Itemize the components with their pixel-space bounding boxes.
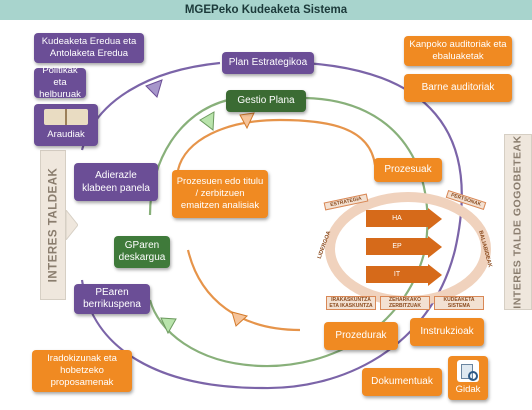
plan-estrategikoa-box: Plan Estrategikoa — [222, 52, 314, 74]
bottom-label-3: KUDEAKETA SISTEMA — [434, 296, 484, 310]
politikak-box: Politikak eta helburuak — [34, 65, 86, 100]
araudiak-box: Araudiak — [34, 104, 98, 146]
purple-arrowhead — [145, 79, 163, 98]
process-map: ESTRATEGIA PERTSONAK LIDERGOA BALIABIDEA… — [316, 184, 500, 314]
gestio-plana-box: Gestio Plana — [226, 90, 306, 112]
process-row-ha-head — [428, 208, 442, 230]
process-row-it-head — [428, 264, 442, 286]
orange-arrowhead-bottom — [231, 311, 249, 327]
gidak-box: Gidak — [448, 356, 488, 400]
orange-arrowhead — [239, 112, 255, 130]
prozesuak-box: Prozesuak — [374, 158, 442, 182]
barne-auditoriak-box: Barne auditoriak — [404, 74, 512, 102]
prozedurak-box: Prozedurak — [324, 322, 398, 350]
purple-cycle-arrow-left — [80, 61, 221, 151]
iradokizunak-box: Iradokizunak eta hobetzeko proposamenak — [32, 350, 132, 392]
purple-cycle-arrow — [80, 60, 463, 390]
process-row-it: IT — [366, 266, 428, 283]
orange-cycle-arrow-bottom — [186, 249, 301, 332]
process-row-ha: HA — [366, 210, 428, 227]
analisiak-box: Prozesuen edo titulu / zerbitzuen emaitz… — [172, 170, 268, 218]
left-stakeholders-panel: INTERES TALDEAK — [40, 150, 66, 300]
process-row-ep-head — [428, 236, 442, 258]
process-row-ep: EP — [366, 238, 428, 255]
green-arrowhead — [199, 111, 215, 131]
pearen-box: PEaren berrikuspena — [74, 284, 150, 314]
adierazle-box: Adierazle klabeen panela — [74, 163, 158, 201]
document-search-icon — [457, 360, 479, 382]
green-arrowhead-bottom — [160, 317, 177, 335]
bottom-label-1: IRAKASKUNTZA ETA IKASKUNTZA — [326, 296, 376, 310]
bottom-label-2: ZEHARKAKO ZERBITZUAK — [380, 296, 430, 310]
left-panel-arrow — [66, 210, 78, 240]
right-stakeholders-panel: INTERES TALDE GOGOBETEAK — [504, 134, 532, 310]
orange-cycle-arrow — [176, 118, 377, 171]
instrukzioak-box: Instrukzioak — [410, 318, 484, 346]
gparen-box: GParen deskargua — [114, 236, 170, 268]
kudeaketa-eredua-box: Kudeaketa Eredua eta Antolaketa Eredua — [34, 33, 144, 63]
kanpoko-auditoriak-box: Kanpoko auditoriak eta ebaluaketak — [404, 36, 512, 66]
left-stakeholders-label: INTERES TALDEAK — [47, 167, 59, 283]
book-icon — [44, 109, 88, 125]
dokumentuak-box: Dokumentuak — [362, 368, 442, 396]
right-stakeholders-label: INTERES TALDE GOGOBETEAK — [512, 135, 524, 309]
page-title: MGEPeko Kudeaketa Sistema — [0, 0, 532, 20]
